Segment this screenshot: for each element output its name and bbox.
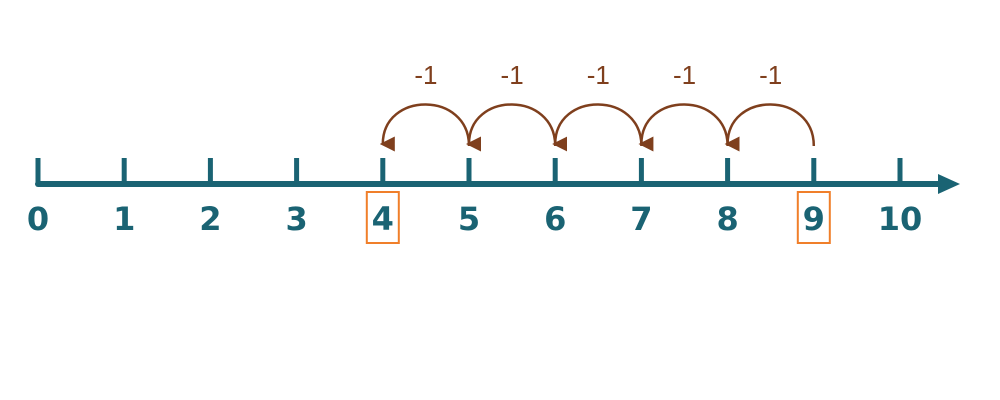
tick-label: 3 bbox=[285, 200, 307, 238]
tick-label: 4 bbox=[372, 200, 394, 238]
tick-label: 0 bbox=[27, 200, 49, 238]
jump-arcs: -1 -1 -1 -1 -1 bbox=[379, 60, 816, 152]
highlight-boxes bbox=[365, 191, 831, 244]
tick-label: 1 bbox=[113, 200, 135, 238]
jump-arc bbox=[552, 103, 643, 152]
jump-label: -1 bbox=[673, 60, 696, 90]
tick-label: 8 bbox=[716, 200, 738, 238]
number-line bbox=[35, 174, 960, 194]
jump-label: -1 bbox=[587, 60, 610, 90]
tick-label: 6 bbox=[544, 200, 566, 238]
jump-label: -1 bbox=[501, 60, 524, 90]
jump-arc bbox=[724, 103, 816, 152]
tick-label: 7 bbox=[630, 200, 652, 238]
highlight-box bbox=[796, 191, 831, 244]
tick-marks bbox=[35, 158, 903, 184]
tick-label: 2 bbox=[199, 200, 221, 238]
jump-arc bbox=[638, 103, 729, 152]
tick-label: 9 bbox=[803, 200, 825, 238]
jump-arc bbox=[379, 103, 471, 152]
axis-arrow-icon bbox=[938, 174, 960, 194]
jump-label: -1 bbox=[414, 60, 437, 90]
tick-label: 5 bbox=[458, 200, 480, 238]
tick-label: 10 bbox=[878, 200, 923, 238]
jump-arc bbox=[466, 103, 557, 152]
jump-label: -1 bbox=[759, 60, 782, 90]
highlight-box bbox=[365, 191, 400, 244]
tick-labels: 0 1 2 3 4 5 6 7 8 9 10 bbox=[27, 200, 922, 238]
